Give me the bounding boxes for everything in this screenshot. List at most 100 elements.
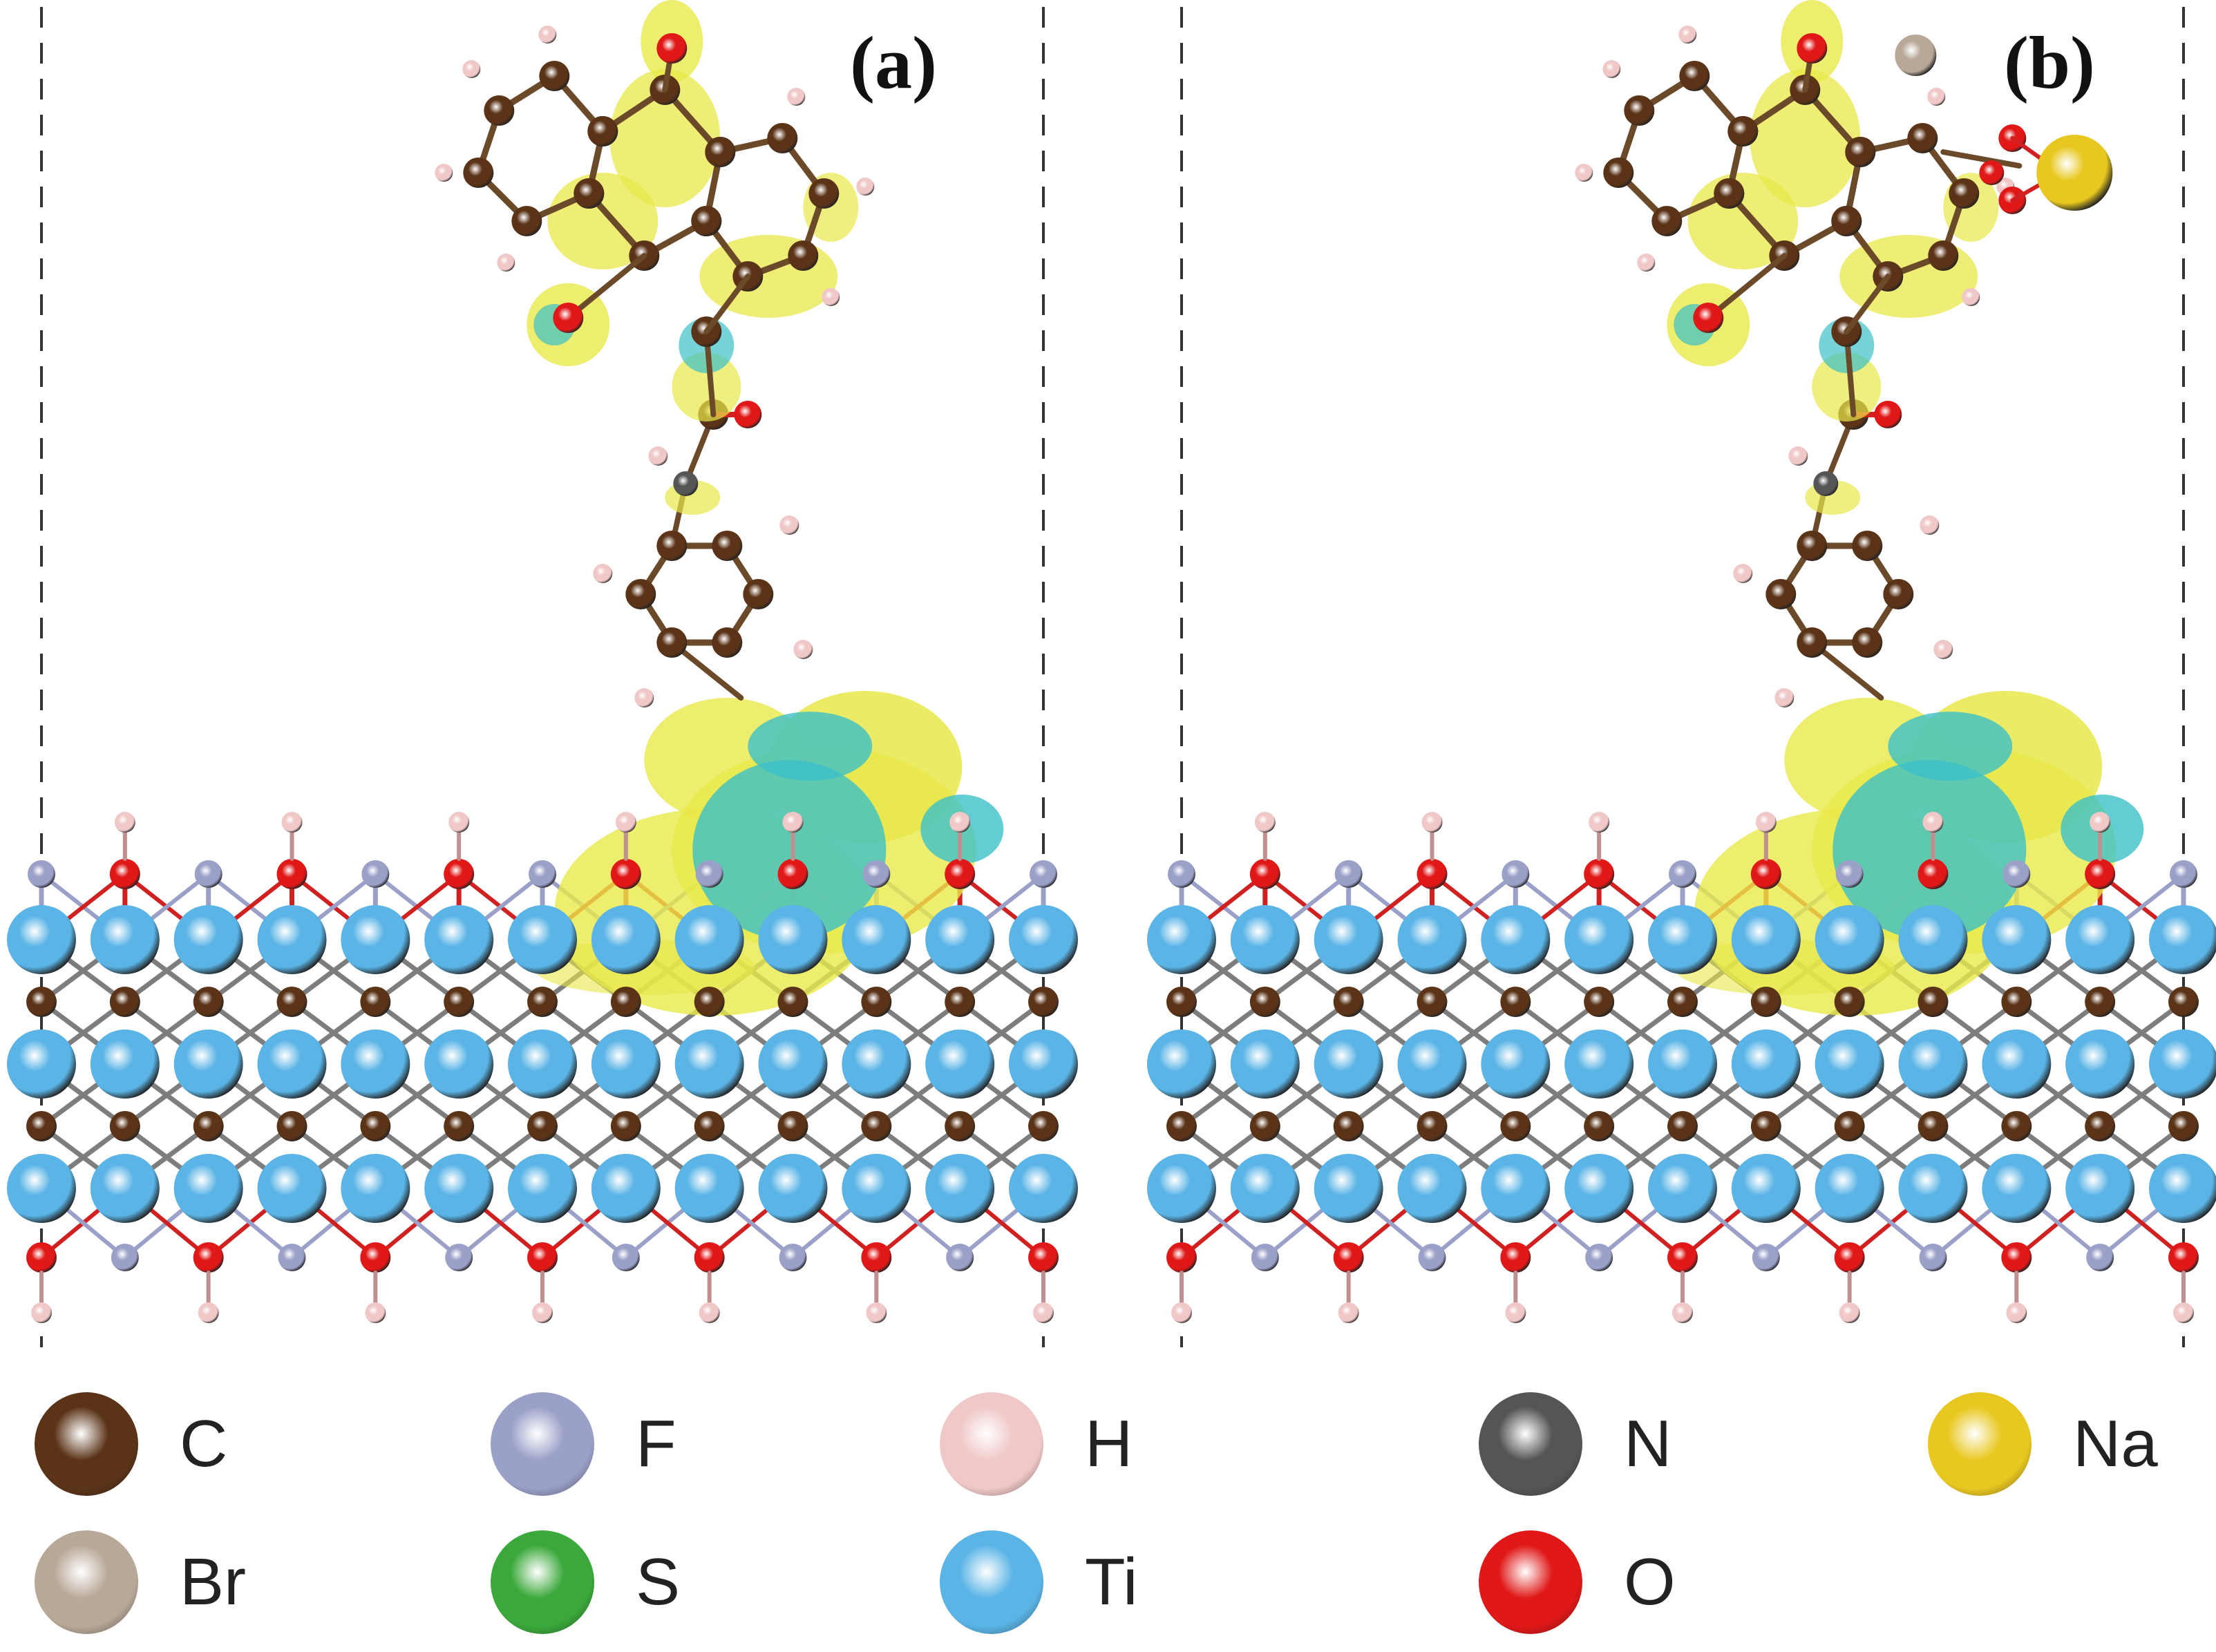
atom-c — [610, 1111, 641, 1141]
atom-c — [705, 137, 736, 167]
atom-ti — [1648, 905, 1717, 974]
legend-label-ti: Ti — [1085, 1545, 1138, 1619]
atom-ti — [591, 1154, 661, 1223]
atom-o — [734, 401, 762, 428]
legend-label-n: N — [1624, 1407, 1672, 1481]
atom-c — [587, 116, 618, 146]
atom-f — [612, 1244, 640, 1271]
atom-ti — [674, 1154, 744, 1223]
atom-ti — [758, 905, 828, 974]
atom-ti — [90, 1029, 160, 1099]
atom-ti — [90, 1154, 160, 1223]
atom-c — [691, 206, 722, 236]
atom-h — [1774, 688, 1794, 708]
atom-c — [743, 579, 774, 609]
atom-f — [1251, 1244, 1279, 1271]
atom-ti — [173, 905, 243, 974]
atom-h — [1589, 812, 1610, 833]
atom-c — [712, 627, 743, 658]
atom-c — [1584, 987, 1615, 1017]
atom-c — [26, 987, 57, 1017]
atom-ti — [1731, 1154, 1801, 1223]
atom-c — [1797, 627, 1828, 658]
atom-c — [1845, 137, 1876, 167]
atom-h — [1839, 1302, 1860, 1323]
atom-f — [779, 1244, 807, 1271]
atom-f — [1334, 860, 1363, 888]
atom-o — [1797, 33, 1828, 64]
atom-h — [365, 1302, 386, 1323]
atom-h — [779, 515, 799, 535]
atom-ti-icon — [940, 1530, 1043, 1634]
atom-ti — [1009, 1029, 1078, 1099]
atom-f — [1502, 860, 1530, 888]
atom-ti — [2149, 1154, 2216, 1223]
atom-c — [193, 1111, 224, 1141]
atom-h — [1254, 812, 1276, 833]
atom-ti — [925, 905, 995, 974]
atom-ti — [508, 1029, 577, 1099]
atom-ti — [1009, 1154, 1078, 1223]
atom-h-icon — [940, 1392, 1043, 1496]
atom-h — [856, 178, 875, 196]
atom-f-icon — [491, 1392, 594, 1496]
atom-c — [1765, 579, 1797, 609]
atom-h — [538, 26, 557, 44]
atom-c — [2085, 1111, 2116, 1141]
atom-c — [610, 987, 641, 1017]
atom-o — [193, 1242, 224, 1273]
atom-ti — [1397, 1029, 1467, 1099]
atom-c — [527, 1111, 558, 1141]
legend-item-ti: Ti — [940, 1527, 1137, 1637]
atom-c — [1750, 987, 1781, 1017]
atom-f — [28, 860, 55, 888]
atom-c — [1028, 1111, 1059, 1141]
panel-b-structure — [1147, 0, 2216, 1347]
atom-f — [2002, 860, 2031, 888]
atom-o — [1667, 1242, 1698, 1273]
atom-c — [109, 1111, 140, 1141]
atom-c — [1603, 158, 1634, 188]
atom-ti — [1009, 905, 1078, 974]
atom-h — [2006, 1302, 2027, 1323]
atom-o — [2085, 859, 2116, 889]
atom-ti — [508, 1154, 577, 1223]
atom-c — [1500, 1111, 1531, 1141]
atom-ti — [424, 905, 494, 974]
atom-c — [861, 1111, 892, 1141]
atom-ti — [591, 905, 661, 974]
atom-h — [1672, 1302, 1693, 1323]
atom-ti — [1397, 905, 1467, 974]
atom-h — [281, 812, 303, 833]
atom-ti — [1648, 1029, 1717, 1099]
atom-c — [1624, 95, 1655, 126]
atom-ti — [257, 1154, 327, 1223]
legend-item-f: F — [491, 1389, 676, 1499]
atom-c — [694, 987, 725, 1017]
atom-h — [2173, 1302, 2194, 1323]
atom-c — [1852, 531, 1883, 561]
atom-o-icon — [1479, 1530, 1582, 1634]
atom-h — [648, 446, 668, 466]
atom-c — [109, 987, 140, 1017]
atom-c — [511, 206, 542, 236]
atom-ti — [1481, 905, 1551, 974]
atom-c — [1417, 987, 1448, 1017]
atom-f — [111, 1244, 139, 1271]
atom-c — [1333, 1111, 1364, 1141]
atom-ti — [508, 905, 577, 974]
atom-f — [1030, 860, 1057, 888]
atom-ti — [1564, 1154, 1634, 1223]
atom-c — [484, 95, 515, 126]
atom-o — [1750, 859, 1781, 889]
atom-o — [1584, 859, 1615, 889]
atom-o — [444, 859, 475, 889]
atom-f — [361, 860, 390, 888]
atom-c — [276, 1111, 307, 1141]
atom-c — [1651, 206, 1683, 236]
atom-o — [1834, 1242, 1865, 1273]
atom-f — [445, 1244, 473, 1271]
atom-c — [574, 178, 605, 209]
atom-f — [1919, 1244, 1947, 1271]
panel-label-a: (a) — [850, 22, 937, 104]
